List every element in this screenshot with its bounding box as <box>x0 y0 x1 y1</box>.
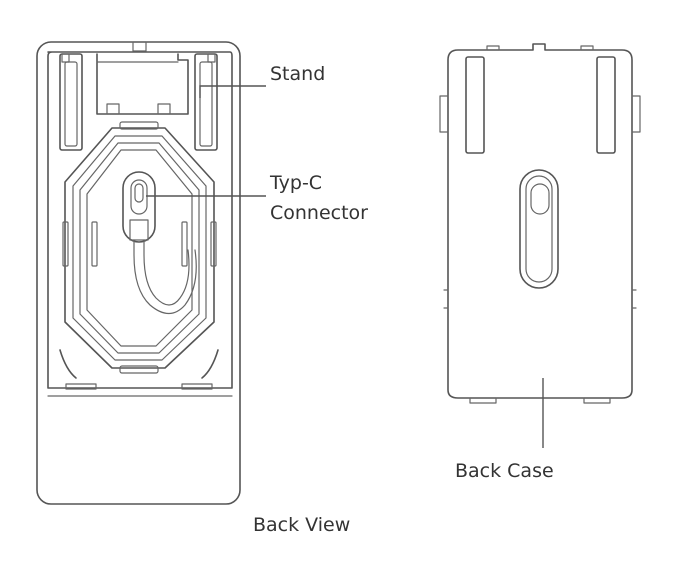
stand-left-leg <box>59 53 83 151</box>
stand-right-leg <box>194 53 218 151</box>
case-connector-hole <box>530 183 550 215</box>
case-slot-right <box>596 56 616 154</box>
case-top-notch-left <box>486 45 500 51</box>
stand-bracket <box>96 53 189 115</box>
label-typec-line1: Typ-C <box>269 172 322 194</box>
cable-channel <box>62 121 217 374</box>
case-connector-window-outer <box>519 169 559 289</box>
case-slot-left <box>465 56 485 154</box>
label-back-view: Back View <box>253 514 350 536</box>
back-case <box>439 43 641 404</box>
foot-right <box>201 349 219 379</box>
top-notch <box>132 41 147 52</box>
case-bottom-foot-right <box>583 397 611 404</box>
case-bottom-foot-left <box>469 397 497 404</box>
back-case-body <box>447 43 633 399</box>
typec-connector <box>122 171 197 315</box>
label-typec-line2: Connector <box>270 202 368 224</box>
label-stand: Stand <box>270 63 325 85</box>
case-tab-left <box>439 95 449 133</box>
bottom-clip-left <box>65 383 97 390</box>
foot-left <box>59 349 77 379</box>
stand-leader-line <box>199 85 266 98</box>
device-inner-panel <box>47 51 233 389</box>
back-view-device <box>36 41 241 505</box>
device-outer-body <box>36 41 241 505</box>
case-tab-right <box>631 95 641 133</box>
case-connector-window-inner <box>525 175 553 283</box>
label-back-case: Back Case <box>455 460 554 482</box>
case-top-notch-right <box>580 45 594 51</box>
bottom-clip-right <box>181 383 213 390</box>
